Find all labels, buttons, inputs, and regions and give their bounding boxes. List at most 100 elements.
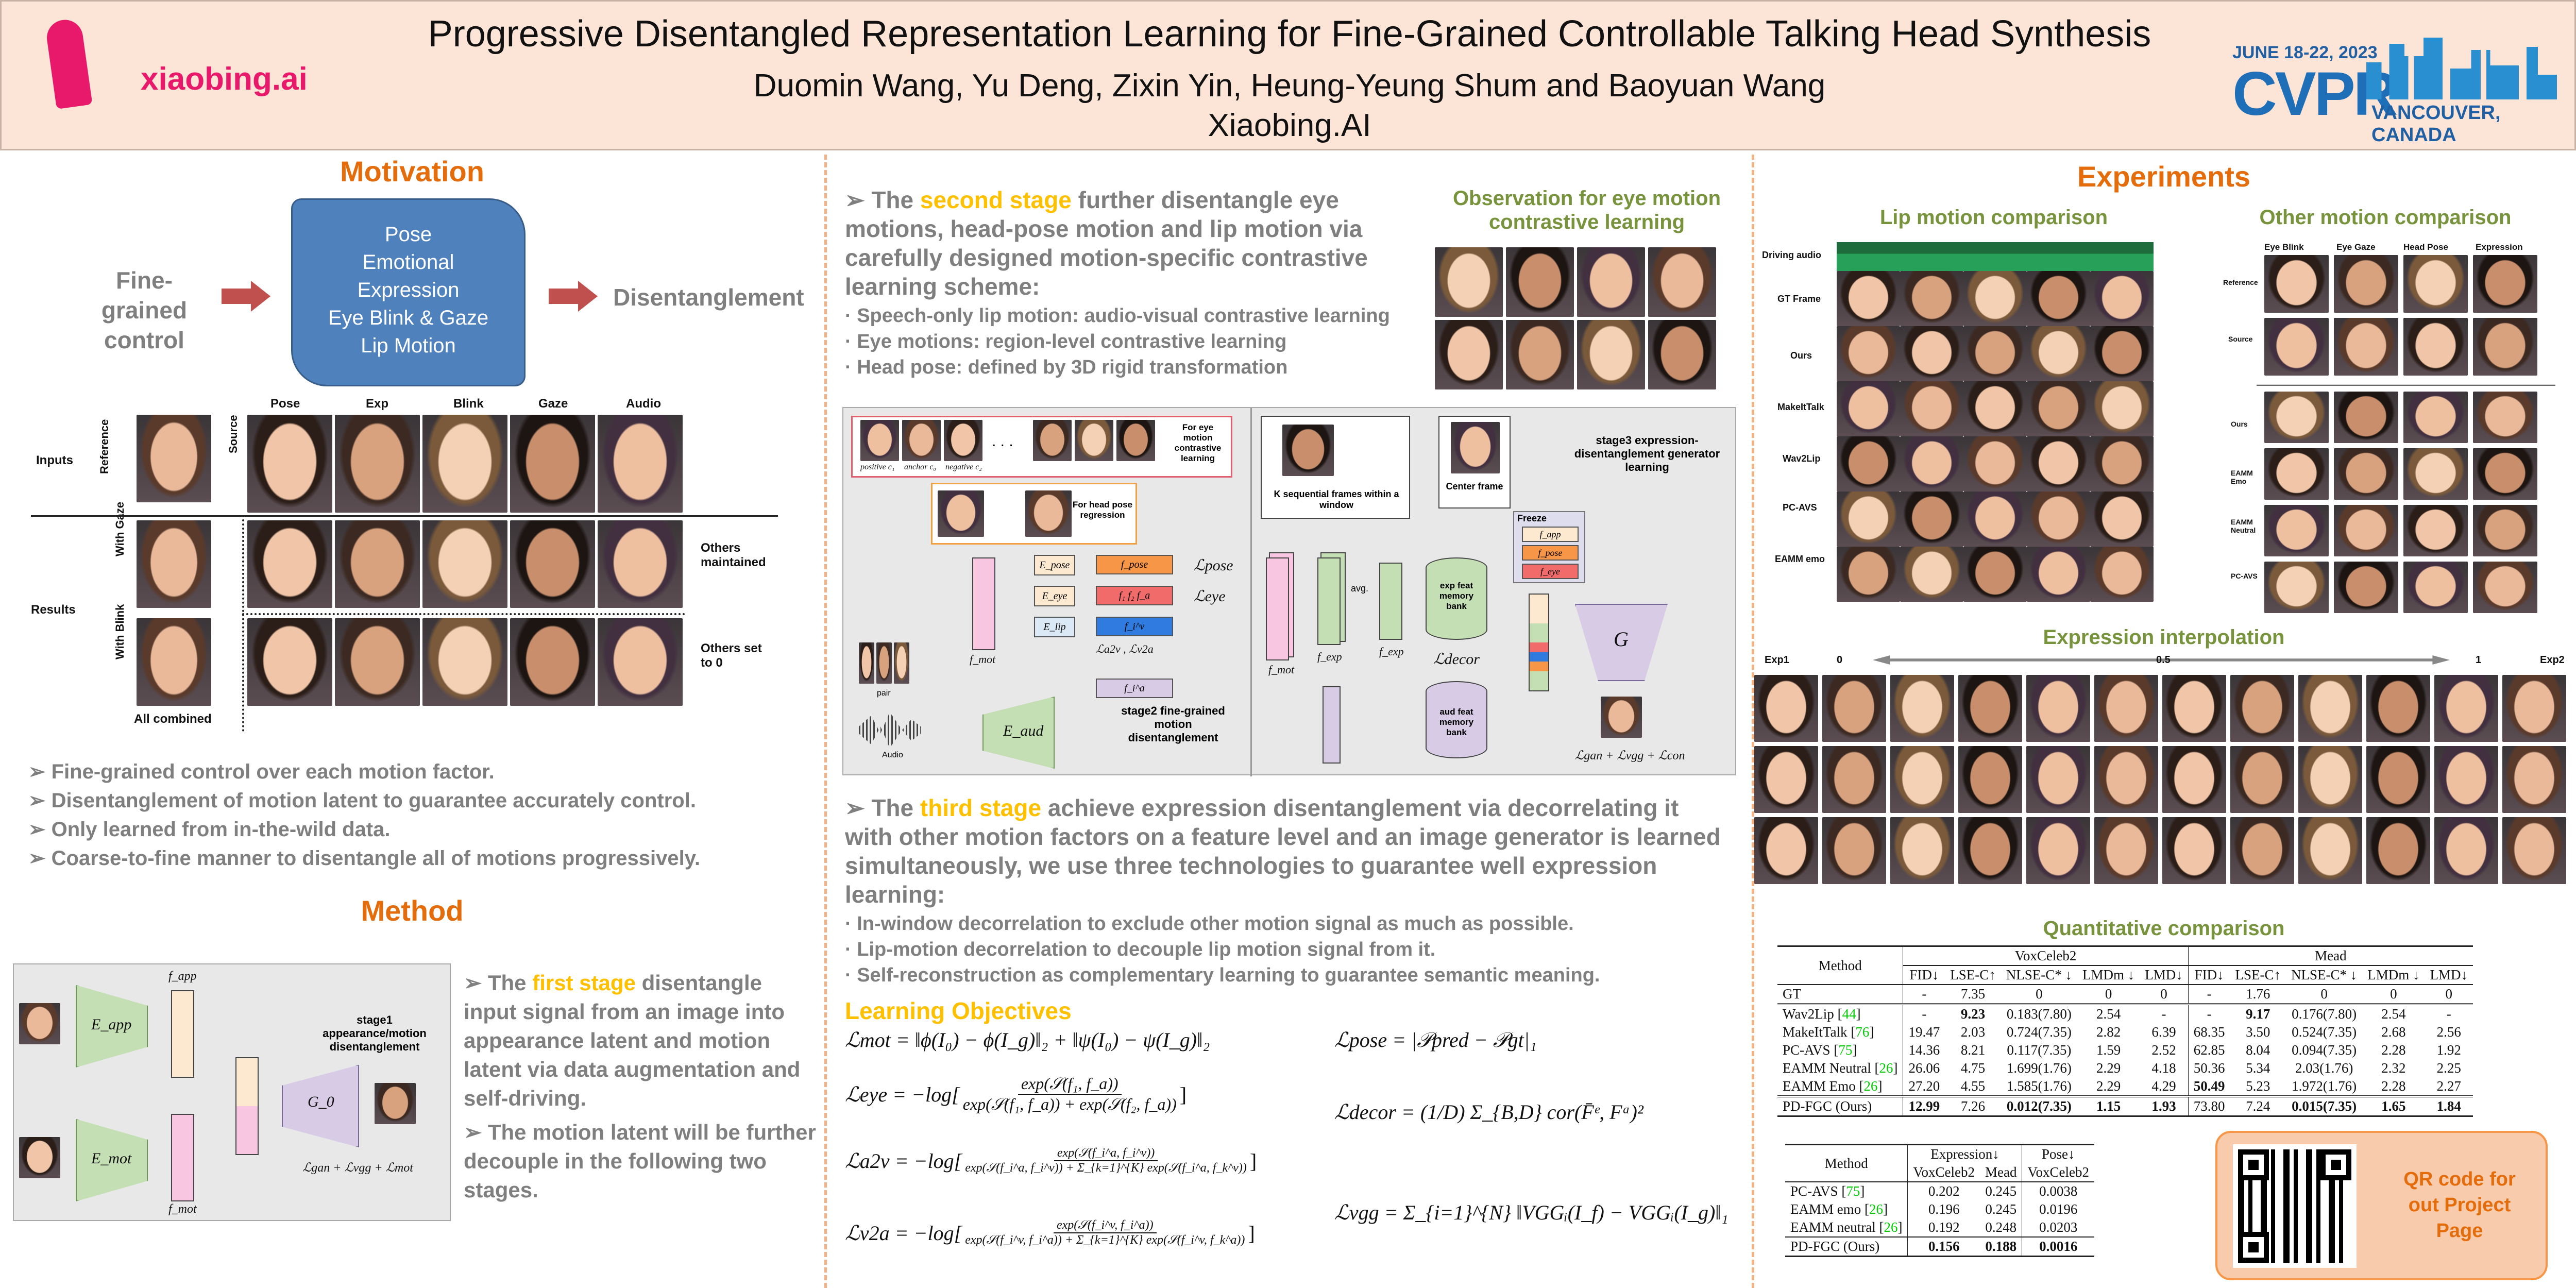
row-label: PC-AVS <box>2231 572 2258 580</box>
cell: 14.36 <box>1903 1041 1945 1059</box>
eq-num: exp(𝒮(f_i^v, f_i^a)) <box>1053 1218 1157 1233</box>
face-image <box>876 642 892 684</box>
cell: 0.192 <box>1907 1218 1980 1237</box>
cell: 2.03 <box>1960 1024 1986 1040</box>
face-image <box>2403 318 2468 376</box>
poster-header: xiaobing.ai Progressive Disentangled Rep… <box>0 0 2576 150</box>
cell: 0.196 <box>1907 1200 1980 1218</box>
second-stage-items: · Speech-only lip motion: audio-visual c… <box>845 303 1432 380</box>
cell: 0.724(7.35) <box>2006 1024 2072 1040</box>
face-image <box>2090 381 2154 436</box>
motion-latent-text: ➢ The motion latent will be further deco… <box>464 1120 816 1202</box>
face-image <box>2502 817 2566 884</box>
cell: 0.156 <box>1907 1237 1980 1257</box>
cell: 5.23 <box>2246 1078 2270 1094</box>
combined-feature <box>1529 594 1549 691</box>
l-eye-label: ℒeye <box>1194 588 1226 605</box>
face-image <box>2230 817 2294 884</box>
face-image <box>1900 547 1963 602</box>
face-image <box>2366 675 2430 742</box>
stage1-loss: ℒgan + ℒvgg + ℒmot <box>302 1161 413 1175</box>
eq-vgg: ℒvgg = Σ_{i=1}^{N} ‖VGGᵢ(I_f) − VGGᵢ(I_g… <box>1334 1201 1728 1224</box>
face-image <box>1435 247 1503 317</box>
col-audio: Audio <box>626 397 661 411</box>
row-label: PC-AVS <box>1783 502 1817 513</box>
other-comparison-figure: Eye Blink Eye Gaze Head Pose Expression … <box>2164 242 2566 613</box>
citation: 26 <box>1863 1078 1878 1094</box>
f-eye-feature: f_eye <box>1522 564 1579 579</box>
face-image <box>1577 247 1645 317</box>
row-label: GT Frame <box>1777 294 1821 304</box>
face-image <box>894 642 909 684</box>
eq-mot: ℒmot = ‖ϕ(I₀) − ϕ(I_g)‖₂ + ‖ψ(I₀) − ψ(I_… <box>845 1028 1210 1052</box>
text: achieve expression disentanglement via d… <box>845 794 1721 908</box>
method-cell: EAMM Emo [26] <box>1783 1078 1883 1094</box>
third-stage-items: · In-window decorrelation to exclude oth… <box>845 911 1731 988</box>
face-image <box>1648 320 1716 389</box>
th-metric: FID↓ <box>2188 965 2230 985</box>
cell: 7.35 <box>1960 986 1986 1002</box>
face-image <box>1837 547 1900 602</box>
e-aud-label: E_aud <box>1003 722 1044 739</box>
face-image <box>19 1003 60 1044</box>
face-image <box>2434 746 2498 813</box>
audio-label: Audio <box>882 751 903 759</box>
l-decor-label: ℒdecor <box>1433 651 1480 668</box>
cell: - <box>2161 1006 2166 1022</box>
face-image <box>2094 746 2158 813</box>
row-label: Driving audio <box>1762 250 1822 260</box>
face-image <box>1890 817 1954 884</box>
face-image <box>2298 746 2362 813</box>
f-mot-label: f_mot <box>1268 663 1295 676</box>
face-image <box>2026 675 2090 742</box>
f-pose-feature: f_pose <box>1096 555 1173 574</box>
cell: 0.245 <box>1985 1183 2017 1199</box>
text: ➢ The <box>845 187 920 213</box>
face-image <box>938 490 984 537</box>
method-cell: PC-AVS [75] <box>1790 1183 1865 1199</box>
disentanglement-label: Disentanglement <box>613 284 804 311</box>
face-image <box>2298 675 2362 742</box>
eq-den: exp(𝒮(f₁, f_a)) + exp(𝒮(f₂, f_a)) <box>962 1095 1177 1113</box>
cell: 0 <box>2390 986 2397 1002</box>
other-comparison-heading: Other motion comparison <box>2259 206 2512 229</box>
citation: 75 <box>1838 1042 1853 1058</box>
face-image <box>1963 436 2027 492</box>
cell: 2.68 <box>2381 1024 2406 1040</box>
item: · Lip-motion decorrelation to decouple l… <box>845 939 1436 960</box>
face-image <box>137 415 211 502</box>
stage2-stage3-diagram: . . . positive c₁ anchor c₀ negative c₂ … <box>842 407 1736 776</box>
xiaobing-logo-text[interactable]: xiaobing.ai <box>141 61 308 97</box>
cell: 0.0016 <box>2022 1237 2094 1257</box>
poster-affiliation: Xiaobing.AI <box>1208 108 1371 143</box>
face-image <box>2026 746 2090 813</box>
f-app-bar <box>171 990 194 1078</box>
cell: 1.76 <box>2246 986 2270 1002</box>
column-divider <box>824 155 827 1288</box>
row-label: Reference <box>2223 278 2258 286</box>
audio-waveform <box>859 712 921 748</box>
face-image <box>2473 562 2537 613</box>
skyline-icon <box>2366 38 2557 99</box>
face-image <box>1116 420 1155 461</box>
face-image <box>1754 675 1818 742</box>
face-image <box>422 415 507 513</box>
cell: 0 <box>2160 986 2167 1002</box>
method-cell: Wav2Lip [44] <box>1783 1006 1861 1022</box>
ellipsis: . . . <box>992 433 1013 450</box>
cell: 4.18 <box>2151 1060 2176 1076</box>
face-image <box>2366 746 2430 813</box>
cell: 19.47 <box>1903 1023 1945 1041</box>
second-stage-text: ➢ The second stage further disentangle e… <box>845 185 1432 380</box>
face-image <box>1958 746 2022 813</box>
stage1-title: stage1 appearance/motion disentanglement <box>323 1013 427 1053</box>
cell: 1.65 <box>2381 1098 2406 1114</box>
cell: PD-FGC (Ours) <box>1790 1239 1880 1254</box>
cell: 0.012(7.35) <box>2006 1098 2072 1114</box>
cell: 2.54 <box>2096 1006 2121 1022</box>
face-image <box>1837 492 1900 547</box>
face-image <box>2027 436 2090 492</box>
